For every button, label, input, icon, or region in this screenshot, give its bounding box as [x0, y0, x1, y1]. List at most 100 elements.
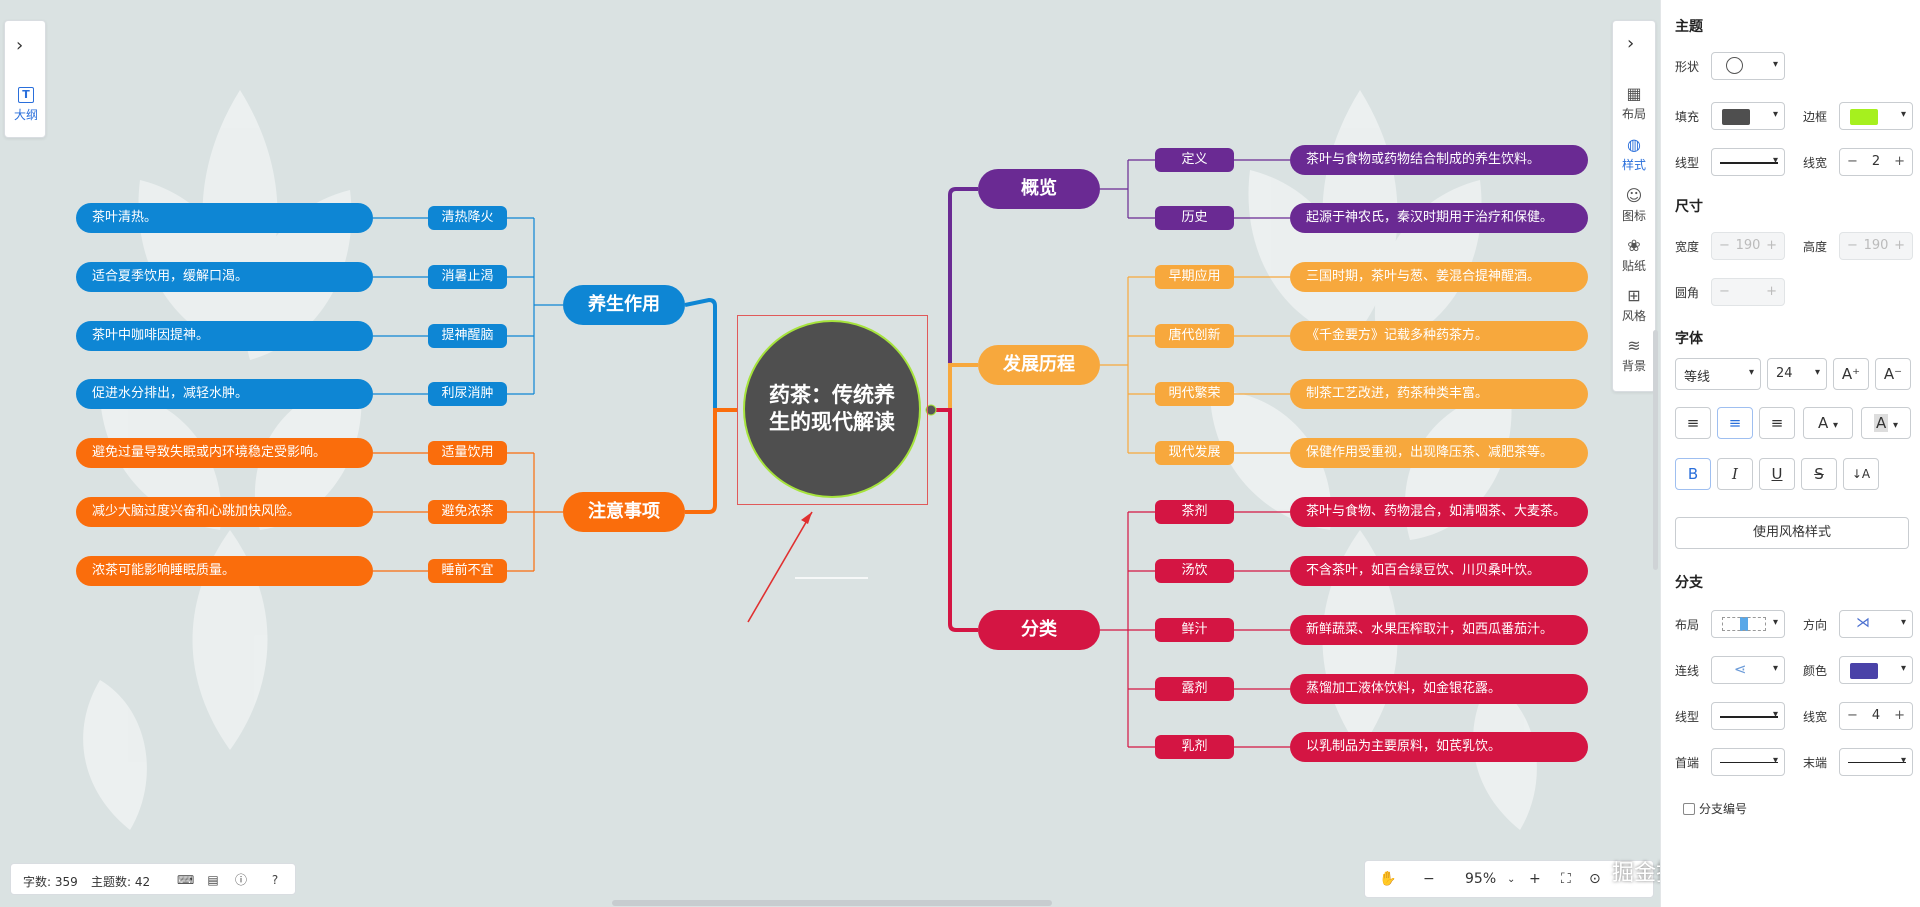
increment-icon[interactable]: +	[1894, 154, 1905, 169]
zoom-out-icon[interactable]: −	[1423, 871, 1435, 887]
decrement-icon[interactable]: −	[1847, 154, 1858, 169]
italic-button[interactable]: I	[1717, 458, 1753, 490]
width-stepper[interactable]: − 190 +	[1711, 232, 1785, 260]
chevron-down-icon[interactable]: ⌄	[1507, 874, 1516, 885]
branch-direction-select[interactable]: ⋊ ▾	[1839, 610, 1913, 638]
tool-layout[interactable]: ▦ 布局	[1613, 85, 1655, 122]
tool-theme[interactable]: ⊞ 风格	[1613, 287, 1655, 324]
font-family-select[interactable]: 等线 ▾	[1675, 358, 1761, 390]
key-node[interactable]: 早期应用	[1155, 265, 1234, 289]
tool-sticker[interactable]: ❀ 贴纸	[1613, 237, 1655, 274]
key-node[interactable]: 明代繁荣	[1155, 382, 1234, 406]
key-node[interactable]: 历史	[1155, 206, 1234, 230]
key-node[interactable]: 汤饮	[1155, 559, 1234, 583]
desc-node[interactable]: 促进水分排出，减轻水肿。	[76, 379, 373, 409]
branch-overview[interactable]: 概览	[978, 169, 1100, 209]
help-icon[interactable]: ?	[271, 873, 279, 887]
key-node[interactable]: 提神醒脑	[428, 324, 507, 348]
shape-select[interactable]: ▾	[1711, 52, 1785, 80]
desc-node[interactable]: 茶叶中咖啡因提神。	[76, 321, 373, 351]
desc-node[interactable]: 起源于神农氏，秦汉时期用于治疗和保健。	[1290, 203, 1588, 233]
key-node[interactable]: 利尿消肿	[428, 382, 507, 406]
desc-node[interactable]: 茶叶与食物、药物混合，如清咽茶、大麦茶。	[1290, 497, 1588, 527]
zoom-level[interactable]: 95%	[1465, 871, 1497, 887]
desc-node[interactable]: 不含茶叶，如百合绿豆饮、川贝桑叶饮。	[1290, 556, 1588, 586]
border-color-picker[interactable]: ▾	[1839, 102, 1913, 130]
vertical-scrollbar[interactable]	[1653, 330, 1658, 570]
key-node[interactable]: 茶剂	[1155, 500, 1234, 524]
key-node[interactable]: 定义	[1155, 148, 1234, 172]
tool-style[interactable]: ◍ 样式	[1613, 136, 1655, 173]
highlight-color-button[interactable]: A ▾	[1861, 407, 1911, 439]
desc-node[interactable]: 适合夏季饮用，缓解口渴。	[76, 262, 373, 292]
key-node[interactable]: 乳剂	[1155, 735, 1234, 759]
key-node[interactable]: 鲜汁	[1155, 618, 1234, 642]
desc-node[interactable]: 茶叶清热。	[76, 203, 373, 233]
key-node[interactable]: 现代发展	[1155, 441, 1234, 465]
font-size-select[interactable]: 24 ▾	[1767, 358, 1827, 390]
keyboard-icon[interactable]: ⌨	[177, 873, 195, 887]
desc-node[interactable]: 以乳制品为主要原料，如芪乳饮。	[1290, 732, 1588, 762]
locate-icon[interactable]: ⊙	[1589, 871, 1601, 887]
branch-category[interactable]: 分类	[978, 610, 1100, 650]
bold-button[interactable]: B	[1675, 458, 1711, 490]
desc-node[interactable]: 浓茶可能影响睡眠质量。	[76, 556, 373, 586]
decrement-icon[interactable]: −	[1847, 708, 1858, 723]
branch-caution[interactable]: 注意事项	[563, 492, 685, 532]
branch-numbering-checkbox[interactable]: 分支编号	[1683, 800, 1747, 817]
horizontal-scrollbar[interactable]	[612, 900, 1052, 906]
expand-chevron-icon[interactable]: ›	[16, 35, 24, 56]
minimap-icon[interactable]: ▤	[207, 873, 219, 887]
key-node[interactable]: 适量饮用	[428, 441, 507, 465]
mindmap-canvas[interactable]: 药茶：传统养 生的现代解读 养生作用 清热降火 消暑止渴 提神醒脑 利尿消肿 茶…	[0, 0, 1660, 907]
key-node[interactable]: 消暑止渴	[428, 265, 507, 289]
fill-color-picker[interactable]: ▾	[1711, 102, 1785, 130]
head-select[interactable]: ▾	[1711, 748, 1785, 776]
tail-select[interactable]: ▾	[1839, 748, 1913, 776]
fit-screen-icon[interactable]: ⛶	[1561, 871, 1571, 887]
branch-linetype-select[interactable]: ▾	[1711, 702, 1785, 730]
branch-health[interactable]: 养生作用	[563, 285, 685, 325]
tool-icon[interactable]: ☺ 图标	[1613, 187, 1655, 224]
branch-color-picker[interactable]: ▾	[1839, 656, 1913, 684]
outline-button[interactable]: T 大纲	[11, 87, 41, 123]
linewidth-stepper[interactable]: − 2 +	[1839, 148, 1913, 176]
connector-select[interactable]: ⋖ ▾	[1711, 656, 1785, 684]
increment-icon[interactable]: +	[1894, 708, 1905, 723]
text-color-button[interactable]: A ▾	[1803, 407, 1853, 439]
font-increase-button[interactable]: A⁺	[1833, 358, 1869, 390]
info-icon[interactable]: ⓘ	[234, 873, 247, 887]
branch-linewidth-stepper[interactable]: − 4 +	[1839, 702, 1913, 730]
radius-stepper[interactable]: − +	[1711, 278, 1785, 306]
align-center-button[interactable]: ≡	[1717, 407, 1753, 439]
collapse-chevron-icon[interactable]: ›	[1627, 33, 1635, 54]
align-right-button[interactable]: ≡	[1759, 407, 1795, 439]
branch-history[interactable]: 发展历程	[978, 345, 1100, 385]
zoom-in-icon[interactable]: +	[1529, 871, 1541, 887]
desc-node[interactable]: 保健作用受重视，出现降压茶、减肥茶等。	[1290, 438, 1588, 468]
desc-node[interactable]: 蒸馏加工液体饮料，如金银花露。	[1290, 674, 1588, 704]
key-node[interactable]: 清热降火	[428, 206, 507, 230]
desc-node[interactable]: 避免过量导致失眠或内环境稳定受影响。	[76, 438, 373, 468]
key-node[interactable]: 睡前不宜	[428, 559, 507, 583]
desc-node[interactable]: 新鲜蔬菜、水果压榨取汁，如西瓜番茄汁。	[1290, 615, 1588, 645]
desc-node[interactable]: 减少大脑过度兴奋和心跳加快风险。	[76, 497, 373, 527]
desc-node[interactable]: 三国时期，茶叶与葱、姜混合提神醒酒。	[1290, 262, 1588, 292]
sort-button[interactable]: ↓A	[1843, 458, 1879, 490]
desc-node[interactable]: 《千金要方》记载多种药茶方。	[1290, 321, 1588, 351]
linetype-select[interactable]: ▾	[1711, 148, 1785, 176]
root-topic[interactable]: 药茶：传统养 生的现代解读	[743, 320, 921, 498]
key-node[interactable]: 唐代创新	[1155, 324, 1234, 348]
tool-background[interactable]: ≋ 背景	[1613, 337, 1655, 374]
underline-button[interactable]: U	[1759, 458, 1795, 490]
branch-layout-select[interactable]: ▾	[1711, 610, 1785, 638]
hand-tool-icon[interactable]: ✋	[1379, 871, 1397, 887]
use-theme-style-button[interactable]: 使用风格样式	[1675, 517, 1909, 549]
key-node[interactable]: 露剂	[1155, 677, 1234, 701]
font-decrease-button[interactable]: A⁻	[1875, 358, 1911, 390]
key-node[interactable]: 避免浓茶	[428, 500, 507, 524]
align-left-button[interactable]: ≡	[1675, 407, 1711, 439]
strikethrough-button[interactable]: S	[1801, 458, 1837, 490]
height-stepper[interactable]: − 190 +	[1839, 232, 1913, 260]
desc-node[interactable]: 制茶工艺改进，药茶种类丰富。	[1290, 379, 1588, 409]
